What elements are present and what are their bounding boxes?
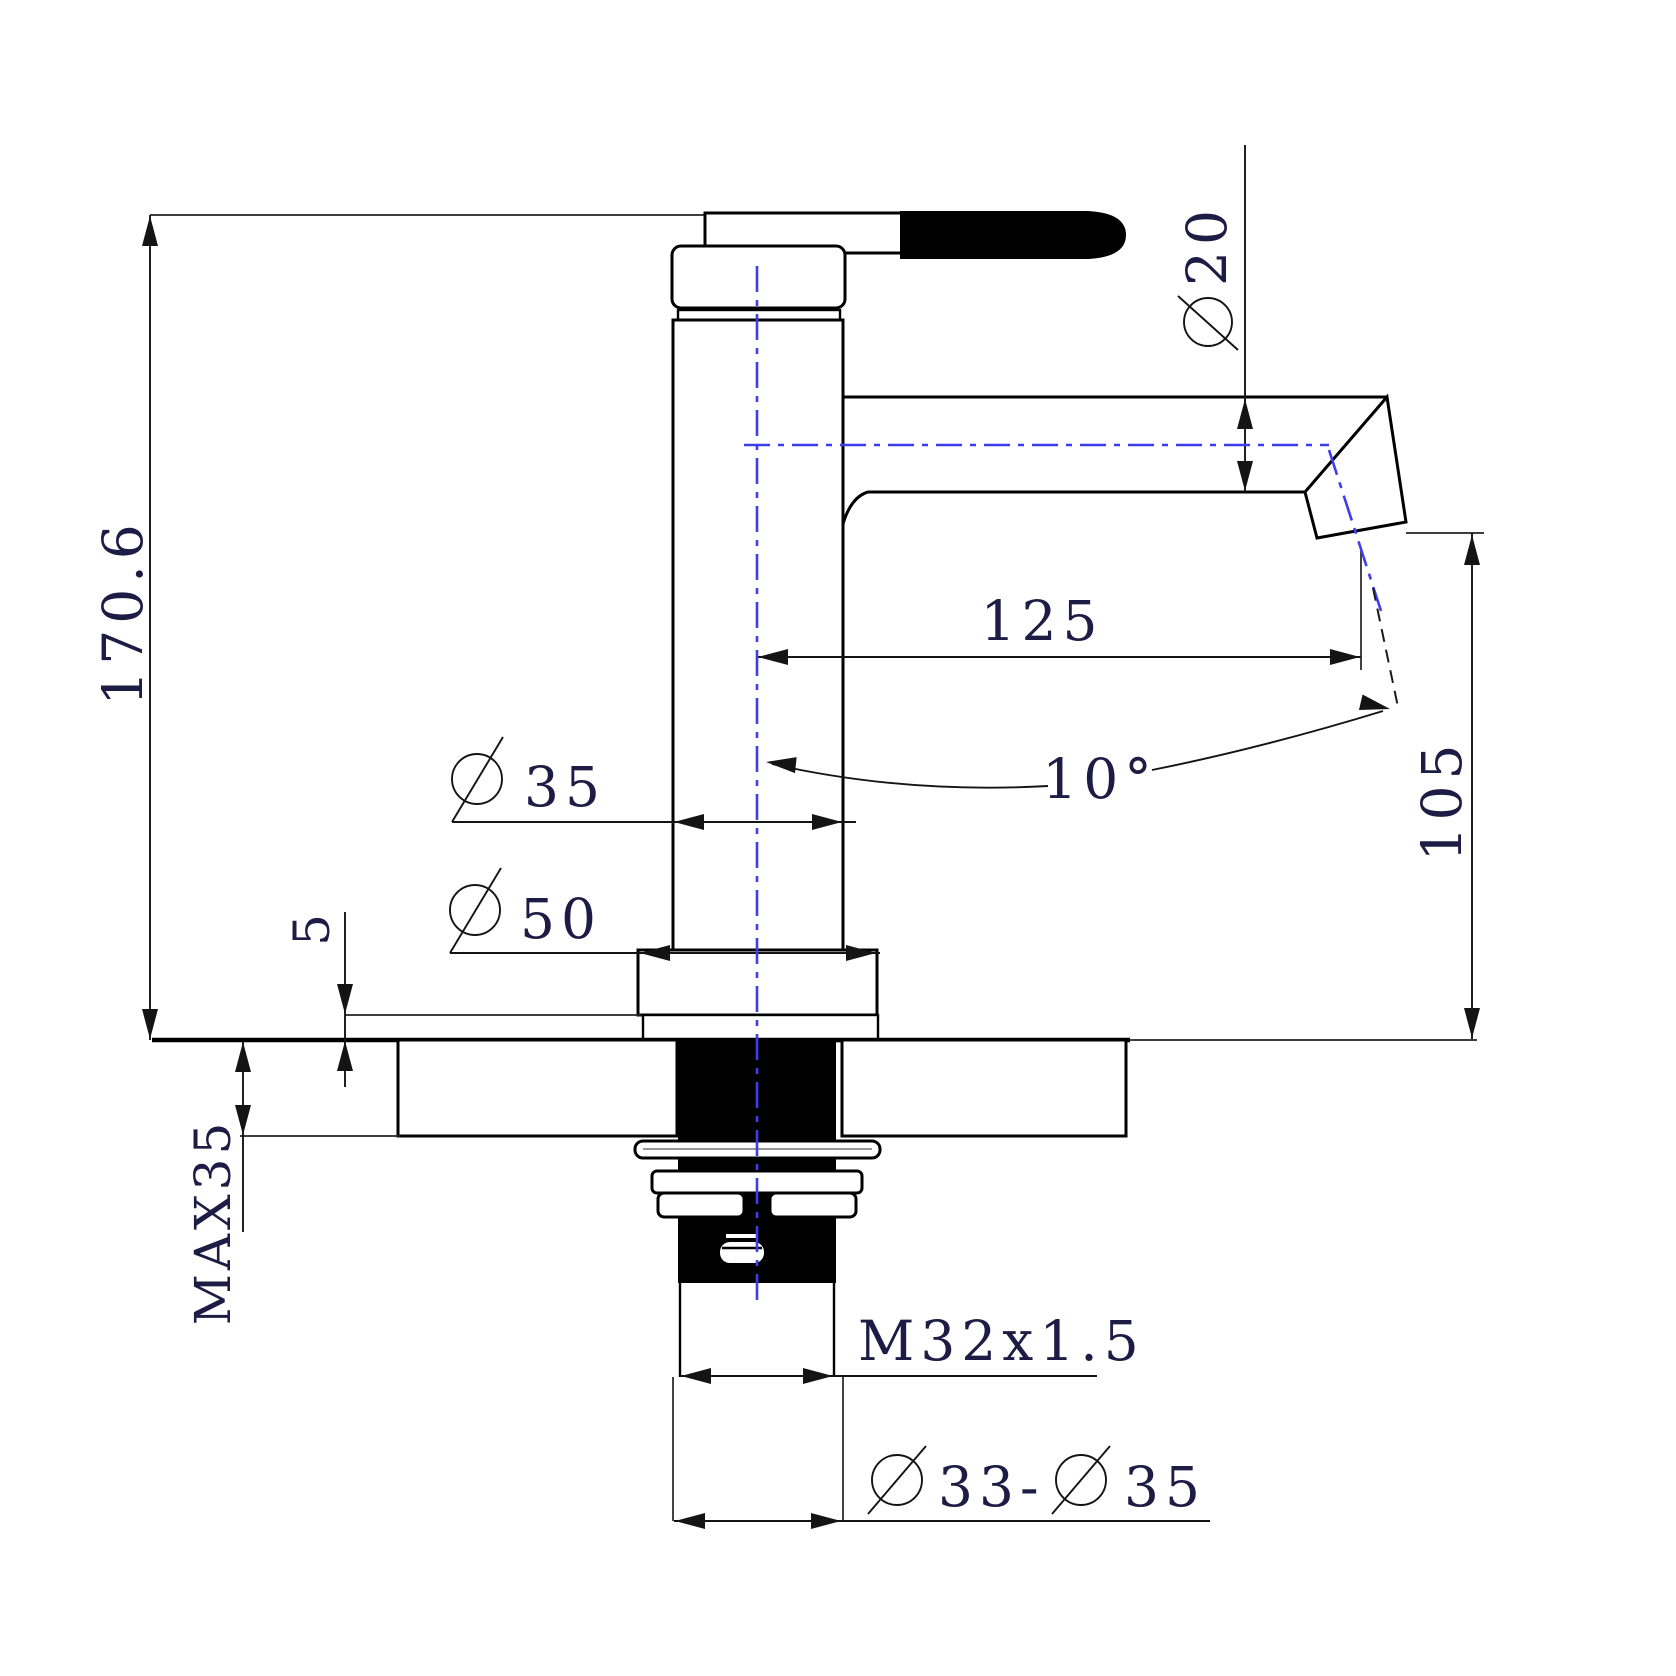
outlet-axis-centerline	[1327, 449, 1383, 612]
centerlines	[744, 266, 1399, 1308]
outlet-axis-extension	[1372, 587, 1399, 708]
dim-max-mount-thickness: MAX35	[184, 1041, 251, 1325]
dim-text-overall-height: 170.6	[91, 518, 155, 705]
mounting-nut-right-facet	[768, 1191, 858, 1219]
spout-bottom-edge	[841, 490, 1305, 525]
dim-outlet-height: 105	[1406, 532, 1484, 1039]
diameter-icon	[1051, 1445, 1111, 1515]
dim-base-diameter: 50	[449, 867, 880, 961]
mounting-nut-left-facet	[656, 1191, 746, 1219]
diameter-icon	[451, 736, 504, 823]
dim-text-gasket-thickness: 5	[283, 910, 341, 946]
base-gasket	[641, 1013, 880, 1043]
dim-body-diameter: 35	[451, 736, 856, 830]
dim-shank-thread: M32x1.5	[680, 1309, 1145, 1384]
dim-text-spout-reach: 125	[981, 589, 1104, 653]
dim-spout-diameter: 20	[1175, 145, 1253, 492]
handle-lever-grip	[900, 211, 1126, 259]
dim-text-shank-thread: M32x1.5	[858, 1309, 1145, 1373]
dim-text-base-diameter: 50	[520, 887, 602, 951]
dim-text-spout-diameter: 20	[1175, 204, 1239, 286]
diameter-icon	[449, 867, 502, 954]
diameter-icon	[1177, 295, 1239, 351]
diameter-icon	[867, 1445, 927, 1515]
spout-tip	[1303, 393, 1408, 540]
dim-text-max-mount: MAX35	[184, 1119, 242, 1326]
dim-gasket-thickness: 5	[283, 910, 353, 1087]
dim-spout-angle: 10°	[765, 694, 1392, 811]
dim-text-hole-min: 33-	[938, 1455, 1045, 1519]
faucet-outline	[150, 211, 1477, 1521]
cartridge-cap	[670, 244, 847, 310]
dim-overall-height: 170.6	[91, 215, 158, 1040]
counter-slab-left	[396, 1038, 679, 1138]
dim-text-spout-angle: 10°	[1042, 747, 1158, 811]
dim-spout-reach: 125	[757, 548, 1362, 670]
counter-slab-right	[840, 1038, 1128, 1138]
dim-text-outlet-height: 105	[1410, 739, 1474, 862]
dim-text-body-diameter: 35	[524, 755, 606, 819]
dim-hole-range: 33- 35	[674, 1445, 1210, 1529]
dim-text-hole-max: 35	[1124, 1455, 1206, 1519]
